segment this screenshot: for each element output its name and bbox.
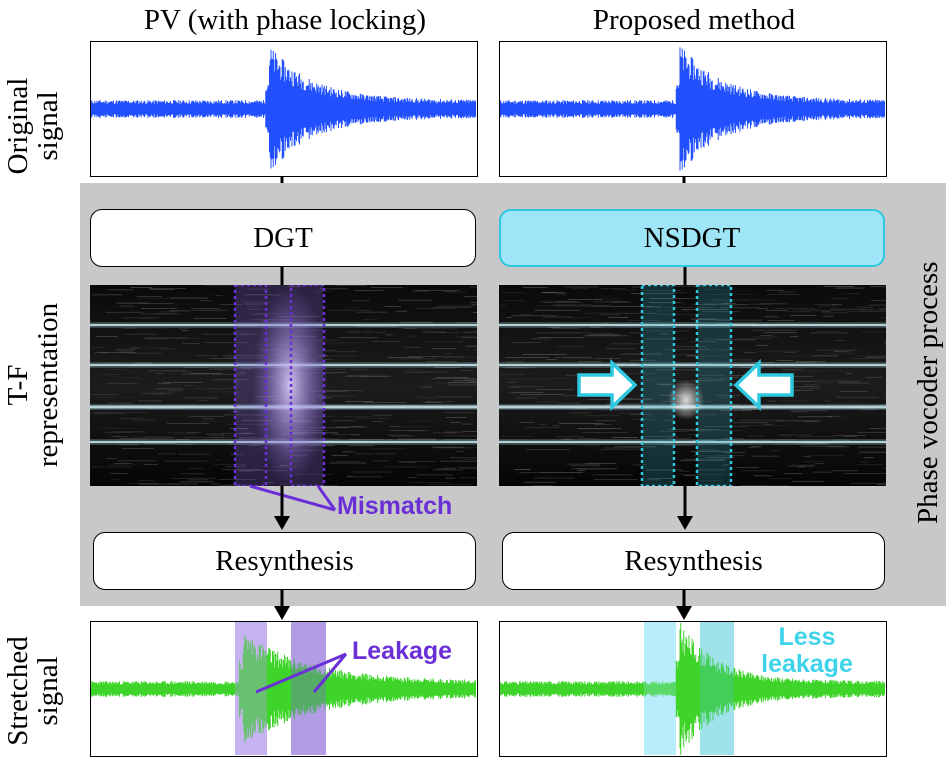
left-original-signal-panel [90, 41, 478, 177]
row-label-original-line1: Original [2, 77, 34, 175]
connector-line [683, 267, 687, 287]
process-label: Phase vocoder process [912, 261, 944, 524]
row-label-tf: T-F representation [2, 290, 67, 480]
leakage-label: Leakage [352, 637, 453, 665]
right-stretched-signal-panel [499, 621, 887, 757]
nsdgt-box: NSDGT [499, 209, 885, 267]
row-label-tf-line1: T-F [2, 364, 34, 406]
less-leakage-line2: leakage [761, 650, 853, 678]
row-label-stretched-line2: signal [32, 656, 64, 726]
left-resynthesis-box: Resynthesis [93, 532, 476, 590]
right-column-title: Proposed method [592, 4, 796, 36]
right-resynthesis-box: Resynthesis [502, 532, 885, 590]
right-spectrogram-image [499, 285, 886, 486]
left-stretched-waveform [91, 622, 476, 755]
arrow-down-icon [274, 486, 290, 530]
mismatch-label: Mismatch [337, 492, 453, 520]
leakage-pointer-lines [255, 652, 348, 694]
left-stretched-signal-panel [90, 621, 478, 757]
left-column-title: PV (with phase locking) [143, 4, 427, 36]
row-label-tf-line2: representation [32, 302, 64, 468]
connector-line [280, 267, 284, 287]
left-original-waveform [91, 49, 476, 169]
arrow-down-icon [274, 590, 290, 620]
less-leakage-label: Less leakage [748, 624, 866, 678]
arrow-down-icon [677, 486, 693, 530]
arrow-down-icon [676, 590, 692, 620]
right-original-waveform [500, 47, 885, 171]
left-spectrogram-image [90, 285, 477, 486]
less-leakage-line1: Less [778, 623, 836, 651]
left-spectrogram [90, 285, 477, 486]
row-label-original-line2: signal [32, 91, 64, 161]
right-original-signal-panel [499, 41, 887, 177]
dgt-box: DGT [90, 209, 476, 267]
mismatch-pointer-lines [249, 484, 337, 512]
row-label-original: Original signal [2, 56, 67, 196]
right-stretched-waveform [500, 622, 885, 755]
row-label-stretched: Stretched signal [2, 621, 67, 761]
right-spectrogram [499, 285, 886, 486]
row-label-stretched-line1: Stretched [2, 636, 34, 746]
